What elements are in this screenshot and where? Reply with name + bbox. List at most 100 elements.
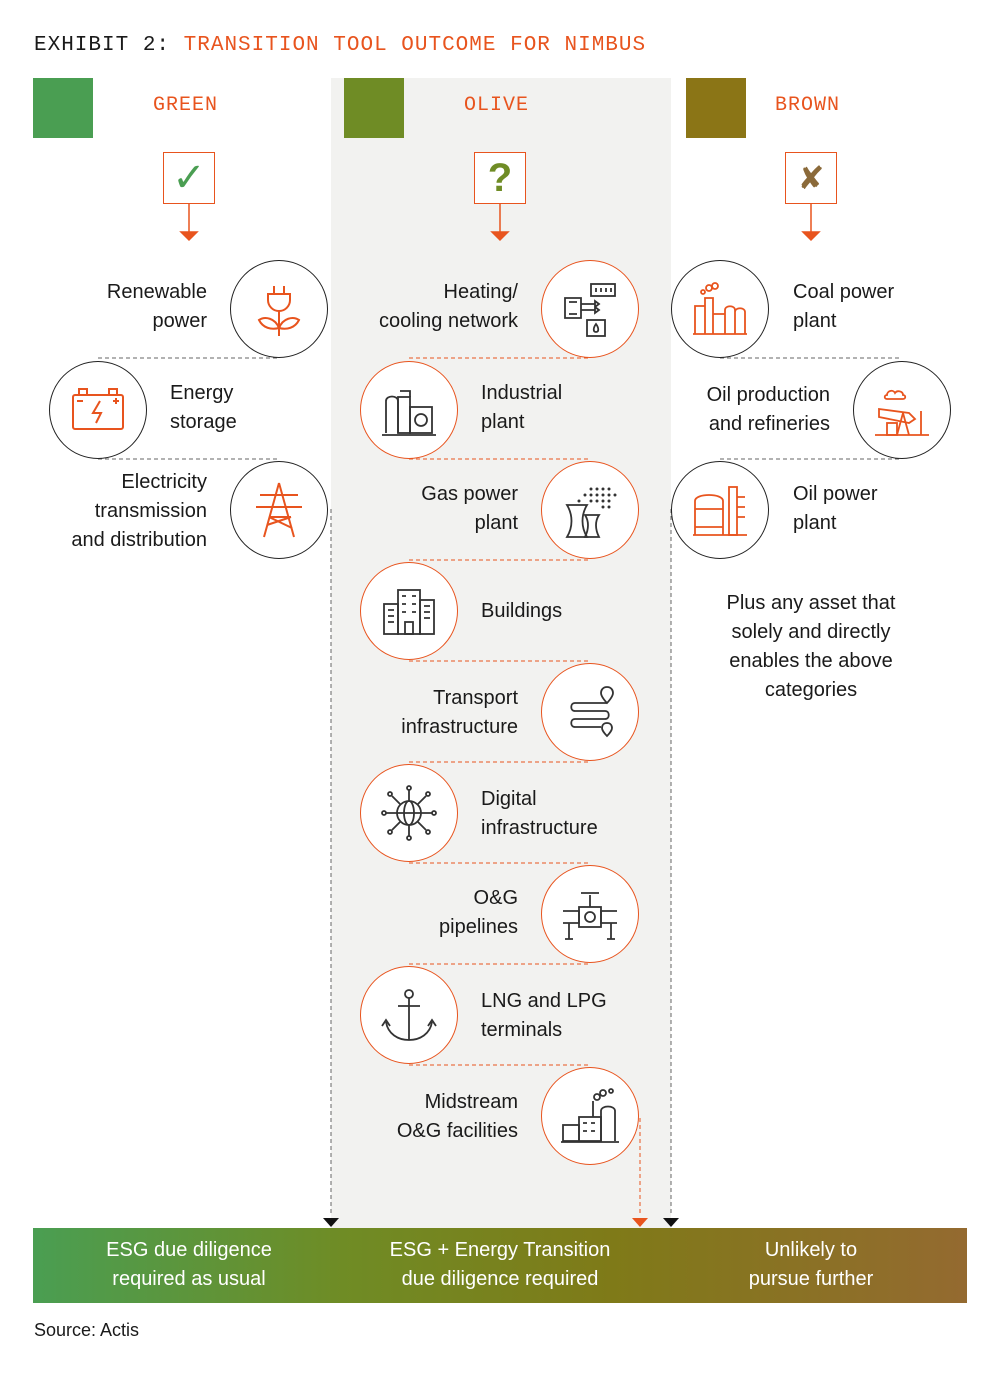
checkmark-icon: ✓ — [172, 155, 206, 201]
plug-leaf-icon — [257, 286, 301, 336]
label-line: LNG and LPG — [481, 990, 607, 1012]
midstream-label: Midstream O&G facilities — [340, 1088, 518, 1146]
exhibit-number: EXHIBIT 2: — [34, 34, 171, 57]
oil-power-circle — [671, 461, 769, 559]
label-line: plant — [474, 512, 518, 534]
route-icon — [570, 686, 614, 738]
gas-power-label: Gas power plant — [340, 480, 518, 538]
gas-power-circle — [541, 461, 639, 559]
green-swatch — [33, 78, 93, 138]
industrial-plant-label: Industrial plant — [481, 379, 631, 437]
renewable-power-label: Renewable power — [60, 278, 207, 336]
brown-cross-box: ✘ — [785, 152, 837, 204]
cooling-tower-icon — [565, 487, 617, 538]
label-line: and distribution — [71, 529, 207, 551]
digital-label: Digital infrastructure — [481, 785, 641, 843]
og-pipelines-circle — [541, 865, 639, 963]
buildings-circle — [360, 562, 458, 660]
outcome-line: ESG due diligence — [106, 1239, 272, 1261]
cross-icon: ✘ — [797, 159, 825, 197]
question-mark-icon: ? — [487, 155, 513, 200]
label-line: Oil power — [793, 483, 878, 505]
lng-lpg-label: LNG and LPG terminals — [481, 987, 641, 1045]
note-line: categories — [764, 679, 858, 701]
label-line: Buildings — [481, 600, 563, 622]
label-line: Transport — [433, 687, 518, 709]
label-line: Midstream — [424, 1091, 518, 1113]
note-line: enables the above — [729, 650, 893, 672]
label-line: O&G — [473, 887, 518, 909]
outcome-line: pursue further — [748, 1268, 874, 1290]
pumpjack-icon — [875, 389, 929, 436]
olive-label: OLIVE — [464, 94, 530, 117]
label-line: terminals — [481, 1019, 563, 1041]
lng-lpg-circle — [360, 966, 458, 1064]
transport-circle — [541, 663, 639, 761]
oil-production-label: Oil production and refineries — [660, 381, 830, 439]
label-line: O&G facilities — [396, 1120, 518, 1142]
label-line: storage — [170, 411, 237, 433]
buildings-label: Buildings — [481, 597, 631, 626]
og-pipelines-label: O&G pipelines — [340, 884, 518, 942]
brown-note: Plus any asset that solely and directly … — [686, 589, 936, 705]
label-line: infrastructure — [481, 817, 598, 839]
brown-label: BROWN — [775, 94, 841, 117]
network-globe-icon — [381, 785, 437, 841]
energy-storage-circle — [49, 361, 147, 459]
label-line: Oil production — [706, 384, 830, 406]
label-line: Heating/ — [443, 281, 519, 303]
outcome-line: due diligence required — [401, 1268, 599, 1290]
outcome-bar — [33, 1228, 967, 1303]
green-outcome: ESG due diligence required as usual — [50, 1236, 328, 1294]
label-line: transmission — [94, 500, 207, 522]
olive-swatch — [344, 78, 404, 138]
label-line: cooling network — [379, 310, 518, 332]
anchor-icon — [381, 989, 437, 1041]
electricity-transmission-circle — [230, 461, 328, 559]
pylon-icon — [256, 482, 302, 538]
label-line: Digital — [481, 788, 537, 810]
label-line: and refineries — [708, 413, 830, 435]
exhibit-title: EXHIBIT 2: TRANSITION TOOL OUTCOME FOR N… — [34, 34, 646, 57]
label-line: power — [152, 310, 207, 332]
label-line: plant — [793, 310, 837, 332]
green-checkmark-box: ✓ — [163, 152, 215, 204]
label-line: plant — [481, 411, 525, 433]
energy-storage-label: Energy storage — [170, 379, 320, 437]
label-line: infrastructure — [401, 716, 518, 738]
outcome-line: required as usual — [112, 1268, 266, 1290]
industrial-machine-icon — [382, 390, 436, 436]
coal-power-circle — [671, 260, 769, 358]
note-line: Plus any asset that — [726, 592, 896, 614]
exhibit-heading: TRANSITION TOOL OUTCOME FOR NIMBUS — [183, 34, 647, 57]
olive-question-box: ? — [474, 152, 526, 204]
coal-plant-icon — [693, 282, 747, 335]
heat-exchanger-icon — [564, 283, 616, 337]
label-line: Industrial — [481, 382, 563, 404]
industrial-plant-circle — [360, 361, 458, 459]
pipeline-valve-icon — [563, 892, 617, 940]
label-line: plant — [793, 512, 837, 534]
digital-circle — [360, 764, 458, 862]
renewable-power-circle — [230, 260, 328, 358]
label-line: Electricity — [121, 471, 207, 493]
oil-power-label: Oil power plant — [793, 480, 953, 538]
heating-cooling-circle — [541, 260, 639, 358]
electricity-transmission-label: Electricity transmission and distributio… — [20, 468, 207, 555]
green-label: GREEN — [153, 94, 219, 117]
label-line: pipelines — [439, 916, 518, 938]
brown-swatch — [686, 78, 746, 138]
battery-icon — [72, 388, 124, 430]
outcome-line: Unlikely to — [764, 1239, 858, 1261]
coal-power-label: Coal power plant — [793, 278, 953, 336]
buildings-icon — [383, 589, 435, 635]
brown-outcome: Unlikely to pursue further — [680, 1236, 942, 1294]
note-line: solely and directly — [731, 621, 891, 643]
label-line: Energy — [170, 382, 234, 404]
label-line: Gas power — [421, 483, 518, 505]
label-line: Renewable — [106, 281, 207, 303]
label-line: Coal power — [793, 281, 895, 303]
oil-tank-icon — [693, 486, 747, 536]
outcome-line: ESG + Energy Transition — [389, 1239, 611, 1261]
